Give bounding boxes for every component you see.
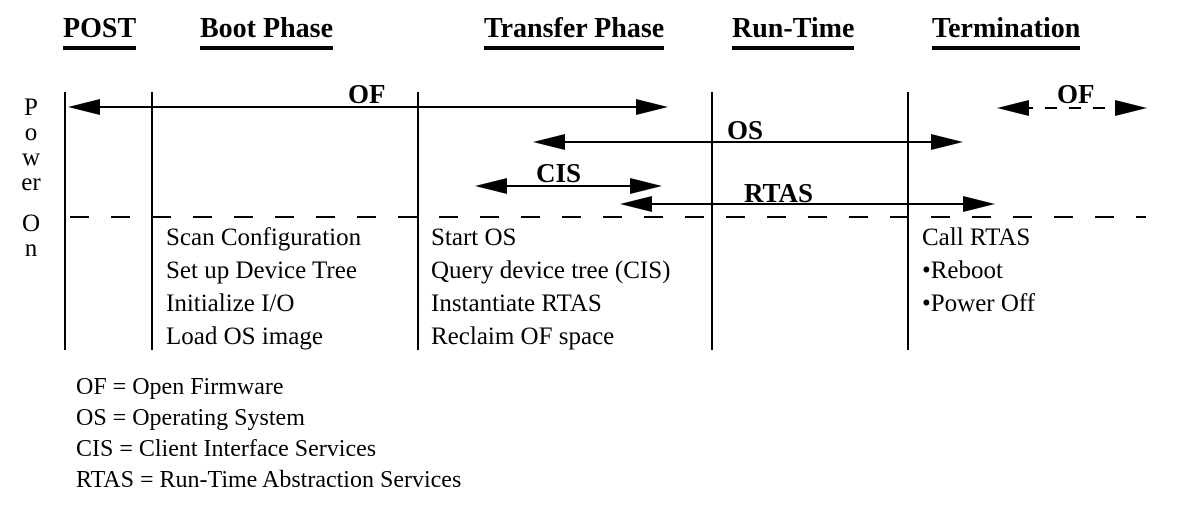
cis-timeline-label: CIS (536, 158, 582, 188)
arrowhead-left-icon (68, 99, 100, 115)
task-item: Set up Device Tree (166, 257, 357, 284)
task-item: Initialize I/O (166, 290, 295, 317)
phase-header-post: POST (63, 13, 137, 50)
arrowhead-left-icon (475, 178, 507, 194)
task-item: Call RTAS (922, 224, 1031, 251)
legend-item: RTAS = Run-Time Abstraction Services (76, 467, 462, 493)
arrowhead-left-icon (533, 134, 565, 150)
task-item: Scan Configuration (166, 224, 362, 251)
task-item: Start OS (431, 224, 517, 251)
power-word: Power (21, 94, 41, 196)
phase-header-termination: Termination (932, 13, 1081, 50)
of-termination-label: OF (1057, 79, 1095, 109)
boot-phase-task-list: Scan Configuration Set up Device Tree In… (166, 221, 361, 353)
rtas-timeline-label: RTAS (744, 178, 814, 208)
boundary-line-start (64, 92, 66, 350)
arrowhead-right-icon (1115, 100, 1147, 116)
arrowhead-left-icon (997, 100, 1029, 116)
arrowhead-left-icon (620, 196, 652, 212)
legend-item: CIS = Client Interface Services (76, 436, 377, 462)
of-timeline-arrow (68, 99, 668, 115)
phase-header-boot: Boot Phase (200, 13, 333, 50)
phase-header-runtime: Run-Time (732, 13, 855, 50)
rtas-timeline-arrow (620, 196, 995, 212)
boundary-line-transfer-runtime (711, 92, 713, 350)
arrowhead-right-icon (931, 134, 963, 150)
legend-item: OF = Open Firmware (76, 374, 284, 400)
os-timeline-label: OS (727, 115, 764, 145)
task-item: •Power Off (922, 290, 1036, 317)
of-termination-arrow (997, 100, 1147, 116)
abbreviation-legend: OF = Open Firmware OS = Operating System… (76, 372, 461, 496)
transfer-phase-task-list: Start OS Query device tree (CIS) Instant… (431, 221, 670, 353)
task-item: Query device tree (CIS) (431, 257, 671, 284)
task-item: Reclaim OF space (431, 323, 615, 350)
power-on-dashed-baseline (70, 216, 1146, 218)
phase-header-transfer: Transfer Phase (484, 13, 665, 50)
of-timeline-label: OF (348, 79, 386, 109)
task-item: •Reboot (922, 257, 1003, 284)
boundary-line-post-boot (151, 92, 153, 350)
task-item: Instantiate RTAS (431, 290, 602, 317)
task-item: Load OS image (166, 323, 323, 350)
arrowhead-right-icon (636, 99, 668, 115)
legend-item: OS = Operating System (76, 405, 305, 431)
boundary-line-runtime-termination (907, 92, 909, 350)
on-word: On (21, 210, 41, 262)
arrowhead-right-icon (963, 196, 995, 212)
termination-task-list: Call RTAS •Reboot •Power Off (922, 221, 1035, 320)
os-timeline-arrow (533, 134, 963, 150)
power-on-axis-label: Power On (21, 95, 41, 261)
boundary-line-boot-transfer (417, 92, 419, 350)
cis-timeline-arrow (475, 178, 662, 194)
arrowhead-right-icon (630, 178, 662, 194)
